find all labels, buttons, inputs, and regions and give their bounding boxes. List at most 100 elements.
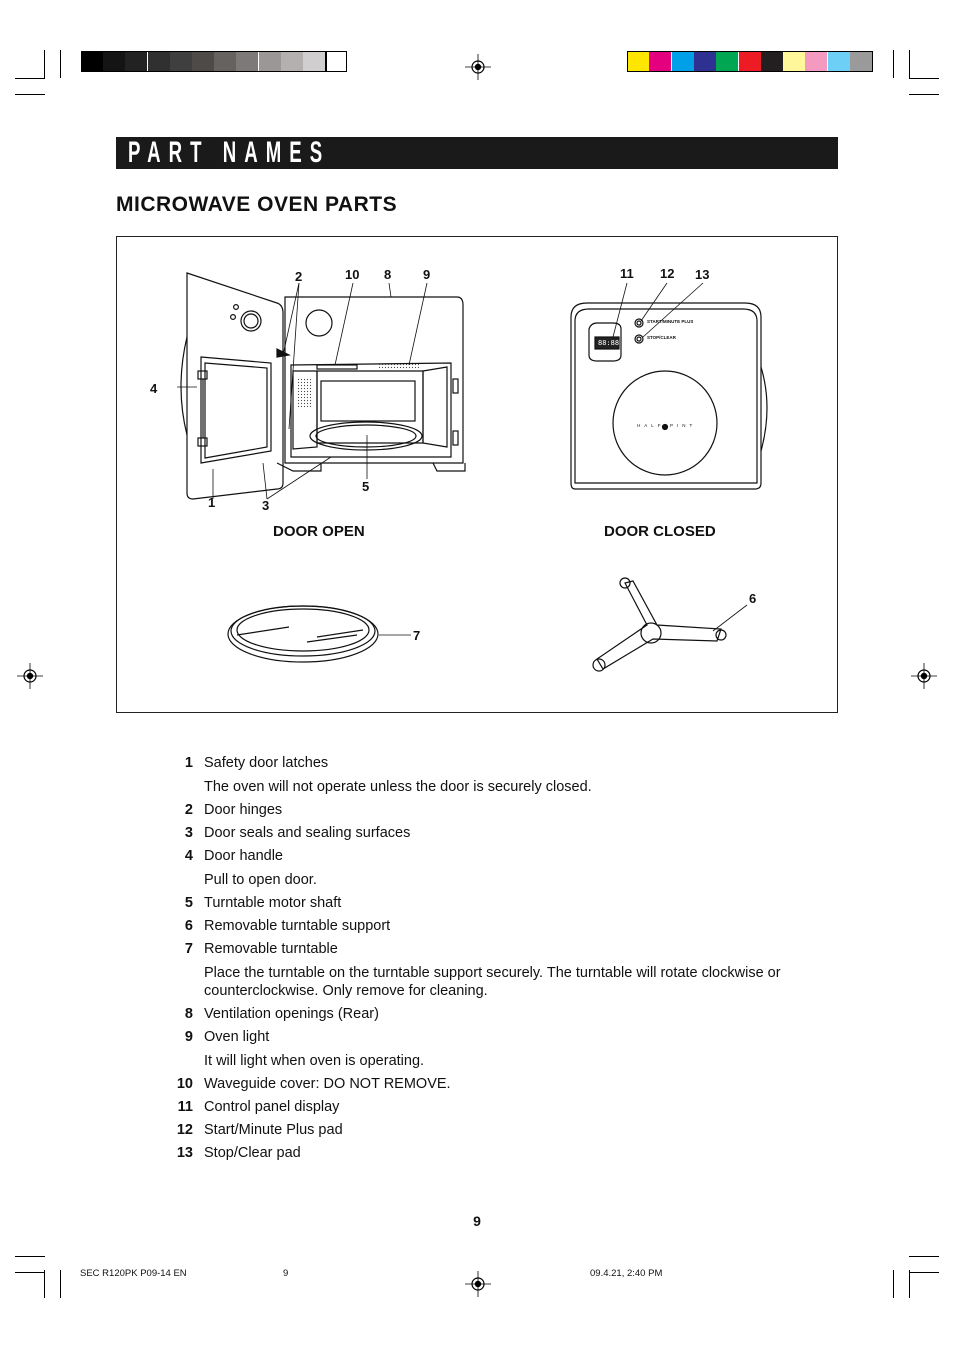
gray-swatch xyxy=(81,51,103,72)
process-swatch xyxy=(783,51,806,72)
part-name: Ventilation openings (Rear) xyxy=(204,1006,379,1022)
section-heading: MICROWAVE OVEN PARTS xyxy=(116,193,398,216)
list-item: 11 Control panel display xyxy=(168,1098,808,1116)
cavity-dots xyxy=(297,364,419,407)
part-number: 4 xyxy=(184,848,193,864)
part-note: It will light when oven is operating. xyxy=(204,1053,425,1069)
process-swatch xyxy=(671,51,694,72)
callout-12: 12 xyxy=(660,266,675,281)
page-number: 9 xyxy=(473,1213,481,1229)
page-title: PART NAMES xyxy=(128,136,331,169)
callout-6: 6 xyxy=(749,591,757,606)
parts-figure: 88:88 START/MINUTE PLUS STOP/CLEAR HALF-… xyxy=(116,236,838,713)
part-number: 11 xyxy=(177,1099,193,1115)
gray-swatch xyxy=(125,51,148,72)
process-swatch xyxy=(649,51,672,72)
process-swatch xyxy=(627,51,649,72)
registration-mark-right xyxy=(911,663,937,689)
turntable-support-drawing xyxy=(592,577,727,672)
list-item: 2 Door hinges xyxy=(168,801,808,819)
title-banner: PART NAMES xyxy=(116,137,838,169)
gray-swatch xyxy=(192,51,214,72)
part-name: Door handle xyxy=(204,848,283,864)
gray-bar-outline xyxy=(81,51,327,72)
registration-mark-left xyxy=(17,663,43,689)
gray-swatch xyxy=(236,51,259,72)
part-name: Start/Minute Plus pad xyxy=(204,1122,343,1138)
gray-swatch xyxy=(303,51,325,72)
gray-swatch xyxy=(147,51,170,72)
turntable-window-text: HALF-PINT xyxy=(637,423,697,428)
caption-door-closed: DOOR CLOSED xyxy=(604,523,716,540)
process-swatch xyxy=(693,51,716,72)
callout-4: 4 xyxy=(150,381,158,396)
callout-1: 1 xyxy=(208,495,216,510)
caption-door-open: DOOR OPEN xyxy=(273,523,365,540)
gray-swatch xyxy=(169,51,192,72)
part-number: 2 xyxy=(184,802,193,818)
part-number: 13 xyxy=(176,1145,193,1161)
part-number: 5 xyxy=(184,895,193,911)
part-number: 7 xyxy=(184,941,193,957)
gray-swatch xyxy=(214,51,237,72)
part-name: Control panel display xyxy=(204,1099,340,1115)
part-number: 9 xyxy=(184,1029,193,1045)
part-name: Door hinges xyxy=(204,802,283,818)
part-name: Oven light xyxy=(204,1029,270,1045)
part-number: 6 xyxy=(184,918,193,934)
process-bar-outline xyxy=(627,51,873,72)
process-swatch xyxy=(738,51,761,72)
panel-display-readout: 88:88 xyxy=(598,339,620,347)
part-number: 8 xyxy=(184,1006,193,1022)
oven-cavity-drawing xyxy=(276,296,466,472)
part-name: Door seals and sealing surfaces xyxy=(204,825,411,841)
footer-file: SEC R120PK P09-14 EN xyxy=(80,1268,187,1279)
callout-10: 10 xyxy=(345,267,360,282)
registration-mark-top xyxy=(465,54,491,80)
footer-page: 9 xyxy=(283,1268,289,1279)
callout-8: 8 xyxy=(384,267,392,282)
callout-11: 11 xyxy=(620,266,634,281)
gray-swatch xyxy=(258,51,281,72)
list-item: 9 Oven light It will light when oven is op… xyxy=(168,1028,808,1070)
gray-swatch xyxy=(280,51,303,72)
callout-5: 5 xyxy=(362,479,370,494)
part-name: Turntable motor shaft xyxy=(204,895,342,911)
panel-start-label: START/MINUTE PLUS xyxy=(647,319,694,324)
open-door-drawing xyxy=(180,272,291,500)
part-note: The oven will not operate unless the doo… xyxy=(204,779,592,795)
panel-stop-label: STOP/CLEAR xyxy=(647,335,676,340)
part-name: Removable turntable support xyxy=(204,918,391,934)
callout-7: 7 xyxy=(413,628,421,643)
list-item: 3 Door seals and sealing surfaces xyxy=(168,824,808,842)
part-note: Pull to open door. xyxy=(204,872,317,888)
part-name: Waveguide cover: DO NOT REMOVE. xyxy=(204,1076,451,1092)
callout-9: 9 xyxy=(423,267,431,282)
part-number: 3 xyxy=(184,825,193,841)
list-item: 6 Removable turntable support xyxy=(168,917,808,935)
callout-3: 3 xyxy=(262,498,270,513)
process-swatch xyxy=(827,51,850,72)
part-number: 1 xyxy=(184,755,193,771)
gray-swatch xyxy=(325,51,348,72)
process-swatch xyxy=(850,51,872,72)
process-swatch xyxy=(760,51,783,72)
gray-swatch xyxy=(103,51,126,72)
callout-2: 2 xyxy=(295,269,303,284)
turntable-drawing xyxy=(227,605,379,663)
part-name: Removable turntable xyxy=(204,941,338,957)
part-note: Place the turntable on the turntable sup… xyxy=(204,965,781,999)
leader-lines xyxy=(177,282,748,636)
process-swatch xyxy=(805,51,828,72)
closed-oven-drawing xyxy=(570,302,768,490)
list-item: 5 Turntable motor shaft xyxy=(168,894,808,912)
process-swatch xyxy=(716,51,739,72)
callout-13: 13 xyxy=(695,267,710,282)
footer-timestamp: 09.4.21, 2:40 PM xyxy=(590,1268,663,1279)
